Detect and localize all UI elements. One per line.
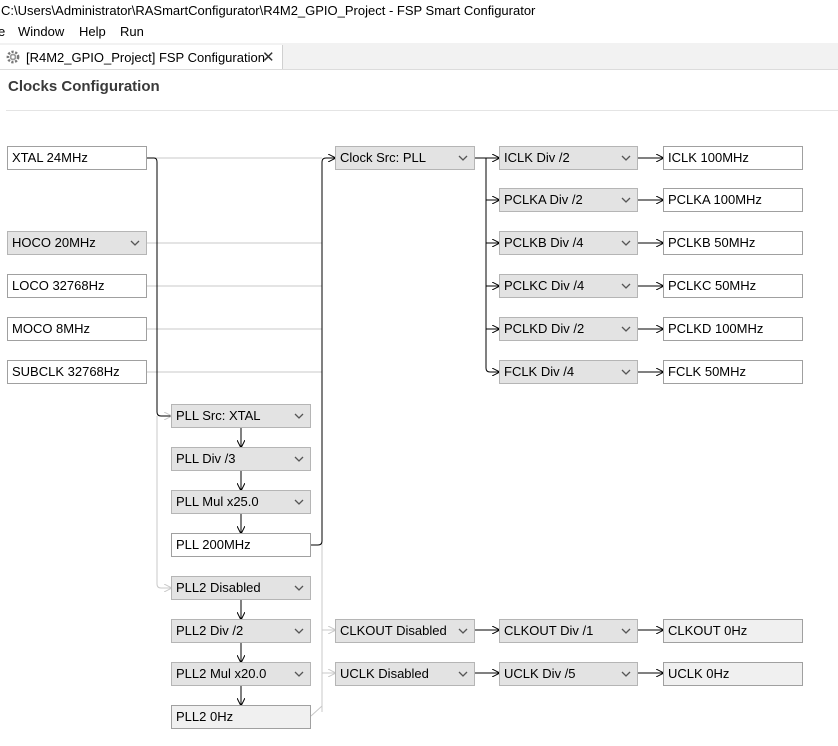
moco-frequency-field: MOCO 8MHz	[7, 317, 147, 341]
gear-icon	[6, 50, 20, 64]
pclkb-output-field: PCLKB 50MHz	[663, 231, 803, 255]
chevron-down-icon	[458, 155, 468, 161]
pll2-output-field: PLL2 0Hz	[171, 705, 311, 729]
page-title: Clocks Configuration	[8, 78, 160, 95]
pclkc-div-value: PCLKC Div /4	[504, 278, 585, 293]
pll-div-value: PLL Div /3	[176, 451, 236, 466]
hoco-select[interactable]: HOCO 20MHz	[7, 231, 147, 255]
clkout-source-select[interactable]: CLKOUT Disabled	[335, 619, 475, 643]
pll2-div-select[interactable]: PLL2 Div /2	[171, 619, 311, 643]
chevron-down-icon	[621, 240, 631, 246]
pll2-div-value: PLL2 Div /2	[176, 623, 244, 638]
chevron-down-icon	[294, 456, 304, 462]
menu-item-help[interactable]: Help	[79, 24, 106, 39]
chevron-down-icon	[458, 628, 468, 634]
pll-output-field: PLL 200MHz	[171, 533, 311, 557]
loco-frequency-field: LOCO 32768Hz	[7, 274, 147, 298]
chevron-down-icon	[621, 671, 631, 677]
pll-mul-value: PLL Mul x25.0	[176, 494, 259, 509]
iclk-output-field: ICLK 100MHz	[663, 146, 803, 170]
pll-source-select[interactable]: PLL Src: XTAL	[171, 404, 311, 428]
chevron-down-icon	[294, 499, 304, 505]
uclk-output-field: UCLK 0Hz	[663, 662, 803, 686]
tab-label: [R4M2_GPIO_Project] FSP Configuration	[26, 50, 265, 65]
pclkd-output-field: PCLKD 100MHz	[663, 317, 803, 341]
chevron-down-icon	[621, 197, 631, 203]
editor-tab-bar: [R4M2_GPIO_Project] FSP Configuration ✕	[0, 43, 838, 70]
chevron-down-icon	[294, 585, 304, 591]
pclkd-div-select[interactable]: PCLKD Div /2	[499, 317, 638, 341]
pclka-div-value: PCLKA Div /2	[504, 192, 583, 207]
pll-mul-select[interactable]: PLL Mul x25.0	[171, 490, 311, 514]
chevron-down-icon	[621, 283, 631, 289]
chevron-down-icon	[621, 155, 631, 161]
close-icon[interactable]: ✕	[262, 49, 275, 66]
chevron-down-icon	[621, 628, 631, 634]
pclkb-div-value: PCLKB Div /4	[504, 235, 584, 250]
chevron-down-icon	[294, 413, 304, 419]
window-title: C:\Users\Administrator\RASmartConfigurat…	[1, 3, 536, 18]
subclk-frequency-field: SUBCLK 32768Hz	[7, 360, 147, 384]
pll2-source-select[interactable]: PLL2 Disabled	[171, 576, 311, 600]
pclkb-div-select[interactable]: PCLKB Div /4	[499, 231, 638, 255]
clkout-source-value: CLKOUT Disabled	[340, 623, 447, 638]
pclka-output-field: PCLKA 100MHz	[663, 188, 803, 212]
uclk-div-select[interactable]: UCLK Div /5	[499, 662, 638, 686]
chevron-down-icon	[130, 240, 140, 246]
uclk-source-value: UCLK Disabled	[340, 666, 429, 681]
clkout-output-field: CLKOUT 0Hz	[663, 619, 803, 643]
chevron-down-icon	[458, 671, 468, 677]
pclkc-output-field: PCLKC 50MHz	[663, 274, 803, 298]
pclkd-div-value: PCLKD Div /2	[504, 321, 585, 336]
iclk-div-value: ICLK Div /2	[504, 150, 570, 165]
fclk-div-select[interactable]: FCLK Div /4	[499, 360, 638, 384]
uclk-div-value: UCLK Div /5	[504, 666, 576, 681]
uclk-source-select[interactable]: UCLK Disabled	[335, 662, 475, 686]
pll2-mul-value: PLL2 Mul x20.0	[176, 666, 267, 681]
chevron-down-icon	[294, 671, 304, 677]
hoco-value: HOCO 20MHz	[12, 235, 96, 250]
xtal-frequency-field[interactable]: XTAL 24MHz	[7, 146, 147, 170]
tab-fsp-configuration[interactable]: [R4M2_GPIO_Project] FSP Configuration ✕	[0, 45, 283, 69]
window-title-bar: C:\Users\Administrator\RASmartConfigurat…	[0, 0, 838, 22]
iclk-div-select[interactable]: ICLK Div /2	[499, 146, 638, 170]
pll2-mul-select[interactable]: PLL2 Mul x20.0	[171, 662, 311, 686]
menu-bar: e Window Help Run	[0, 22, 838, 43]
pclka-div-select[interactable]: PCLKA Div /2	[499, 188, 638, 212]
header-divider	[6, 110, 838, 111]
menu-item-run[interactable]: Run	[120, 24, 144, 39]
pll-div-select[interactable]: PLL Div /3	[171, 447, 311, 471]
fclk-output-field: FCLK 50MHz	[663, 360, 803, 384]
pll2-source-value: PLL2 Disabled	[176, 580, 261, 595]
chevron-down-icon	[294, 628, 304, 634]
chevron-down-icon	[621, 326, 631, 332]
clock-source-select[interactable]: Clock Src: PLL	[335, 146, 475, 170]
menu-item-window[interactable]: Window	[18, 24, 65, 39]
pll-source-value: PLL Src: XTAL	[176, 408, 261, 423]
pclkc-div-select[interactable]: PCLKC Div /4	[499, 274, 638, 298]
clkout-div-value: CLKOUT Div /1	[504, 623, 594, 638]
clkout-div-select[interactable]: CLKOUT Div /1	[499, 619, 638, 643]
fclk-div-value: FCLK Div /4	[504, 364, 575, 379]
clock-source-value: Clock Src: PLL	[340, 150, 426, 165]
chevron-down-icon	[621, 369, 631, 375]
menu-item-file-partial[interactable]: e	[0, 24, 6, 39]
